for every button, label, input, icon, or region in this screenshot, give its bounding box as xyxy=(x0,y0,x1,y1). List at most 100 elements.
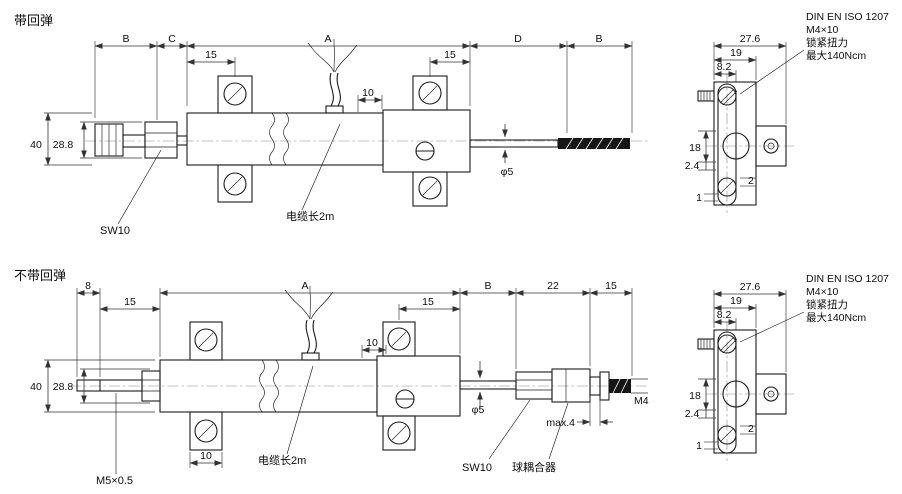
bottom-screw xyxy=(717,425,737,445)
tube-end-circle xyxy=(722,380,750,408)
note-max-torque: 最大140Ncm xyxy=(806,49,866,62)
dim-label-2: 2 xyxy=(748,423,754,435)
spring-end-view: 27.6 19 8.2 18 2.4 1 2 DIN EN ISO 1207 M… xyxy=(685,11,889,213)
piston-rod xyxy=(459,380,517,390)
dim-label-2: 2 xyxy=(748,175,754,187)
spring-piston-rod xyxy=(469,137,630,150)
plain-end-view-labels: 27.6 19 8.2 18 2.4 1 2 DIN EN ISO 1207 M… xyxy=(685,273,889,452)
dim-label-40: 40 xyxy=(30,139,42,151)
cable-gland xyxy=(301,352,320,361)
dim-label-phi5: φ5 xyxy=(472,404,485,416)
label-sw10: SW10 xyxy=(100,225,130,237)
cable xyxy=(307,39,358,107)
spring-end-view-geometry xyxy=(697,81,787,206)
plain-end-view-geometry xyxy=(697,329,787,454)
dim-label-15-right: 15 xyxy=(444,49,456,61)
dim-label-c: C xyxy=(168,33,176,45)
spring-mounting-feet xyxy=(217,75,448,207)
spring-view-dimensions xyxy=(44,41,633,225)
dim-label-27-6: 27.6 xyxy=(740,33,761,45)
note-m4x10: M4×10 xyxy=(806,24,839,36)
m5-threaded-rod xyxy=(76,379,143,392)
plain-end-view-dimensions xyxy=(698,290,805,450)
dim-label-10-bottom: 10 xyxy=(200,450,212,462)
dim-label-28-8: 28.8 xyxy=(53,139,74,151)
note-din: DIN EN ISO 1207 xyxy=(806,273,889,285)
dim-label-a: A xyxy=(301,280,308,292)
spring-end-view-labels: 27.6 19 8.2 18 2.4 1 2 DIN EN ISO 1207 M… xyxy=(685,11,889,204)
cable-leader xyxy=(301,123,341,211)
dim-label-19: 19 xyxy=(730,47,742,59)
dim-label-b-right: B xyxy=(595,33,602,45)
spring-view: 带回弹 xyxy=(14,13,648,237)
note-m4x10: M4×10 xyxy=(806,286,839,298)
dim-label-19: 19 xyxy=(730,295,742,307)
label-m5-thread: M5×0.5 xyxy=(96,475,133,487)
top-screw xyxy=(717,334,737,354)
plain-view-title: 不带回弹 xyxy=(14,268,66,283)
mounting-slot xyxy=(717,83,737,206)
label-sw10: SW10 xyxy=(462,462,492,474)
dim-label-8-2: 8.2 xyxy=(717,309,732,321)
spring-view-dim-labels: B C A D B 15 15 10 40 28.8 φ5 SW10 电缆长2m xyxy=(30,33,602,237)
dim-label-22: 22 xyxy=(547,280,559,292)
sw10-leader xyxy=(117,149,162,225)
label-cable-length: 电缆长2m xyxy=(258,454,306,467)
dim-label-max4: max.4 xyxy=(546,417,575,429)
dim-label-40: 40 xyxy=(30,381,42,393)
coupler-hex xyxy=(515,371,553,400)
note-max-torque: 最大140Ncm xyxy=(806,311,866,324)
dim-label-8: 8 xyxy=(85,280,91,292)
dim-label-15-end: 15 xyxy=(605,280,617,292)
note-torque: 锁紧扭力 xyxy=(806,36,848,49)
dim-label-15-inner-left: 15 xyxy=(124,296,136,308)
sw10-hex-nut xyxy=(144,121,178,159)
plain-sensor-tube xyxy=(159,352,378,413)
dim-label-15-left: 15 xyxy=(205,49,217,61)
cable-leader xyxy=(286,365,314,455)
dim-label-10: 10 xyxy=(362,87,374,99)
dim-label-1: 1 xyxy=(696,192,702,204)
note-din: DIN EN ISO 1207 xyxy=(806,11,889,23)
dim-label-15-inner-right: 15 xyxy=(422,296,434,308)
dim-label-2-4: 2.4 xyxy=(685,160,700,172)
bottom-screw xyxy=(717,177,737,197)
plain-view-dimensions xyxy=(44,288,648,474)
m4-stud xyxy=(609,379,631,393)
dim-label-18: 18 xyxy=(689,142,701,154)
clamp-block xyxy=(755,373,787,415)
spring-view-title: 带回弹 xyxy=(14,13,53,28)
dim-label-1: 1 xyxy=(696,440,702,452)
screw-shank xyxy=(697,90,715,102)
dim-label-10-top: 10 xyxy=(366,337,378,349)
dim-label-27-6: 27.6 xyxy=(740,281,761,293)
note-leader xyxy=(739,49,805,95)
note-leader xyxy=(739,311,805,343)
dim-label-d: D xyxy=(514,33,522,45)
top-screw xyxy=(717,86,737,106)
dim-label-28-8: 28.8 xyxy=(53,381,74,393)
label-cable-length: 电缆长2m xyxy=(286,210,334,223)
clamp-block xyxy=(755,125,787,167)
note-torque: 锁紧扭力 xyxy=(806,298,848,311)
spring-end-view-dimensions xyxy=(698,42,805,202)
plain-rod-right-geometry xyxy=(459,368,631,403)
plain-view: 不带回弹 xyxy=(14,268,649,487)
dim-label-2-4: 2.4 xyxy=(685,408,700,420)
spring-sensor-tube xyxy=(186,105,384,166)
plain-mounting-feet xyxy=(189,321,416,451)
cable xyxy=(284,286,334,354)
dim-label-m4: M4 xyxy=(634,395,649,407)
tube-end-circle xyxy=(722,132,750,160)
dim-label-b: B xyxy=(484,280,491,292)
threaded-rod xyxy=(558,138,630,149)
coupler-leader xyxy=(548,402,569,460)
dim-label-phi5: φ5 xyxy=(501,166,514,178)
dim-label-b-left: B xyxy=(122,33,129,45)
plain-end-view: 27.6 19 8.2 18 2.4 1 2 DIN EN ISO 1207 M… xyxy=(685,273,889,461)
mounting-slot xyxy=(717,331,737,454)
ball-coupler xyxy=(551,368,591,403)
cable-gland xyxy=(325,105,344,114)
sw10-leader xyxy=(488,399,531,460)
